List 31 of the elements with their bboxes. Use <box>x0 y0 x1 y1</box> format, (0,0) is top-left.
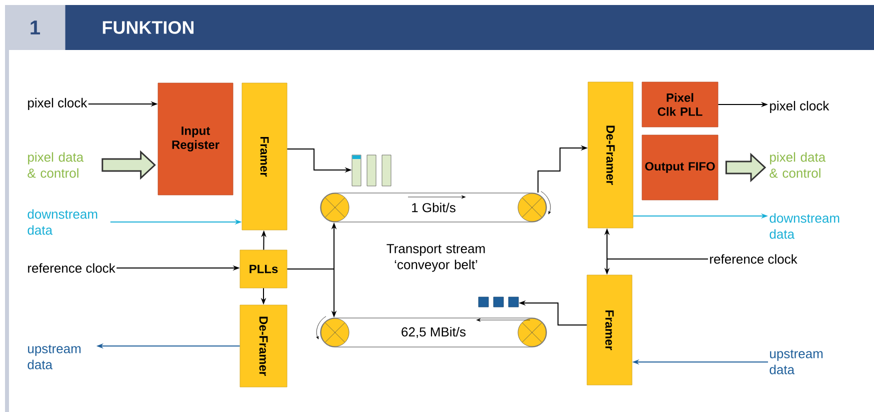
number-box: 1 <box>5 5 65 50</box>
signal-label: pixel clock <box>28 98 88 110</box>
block-arrow <box>102 150 156 180</box>
conveyor-belt: 1 Gbit/s <box>320 192 547 222</box>
data-packet <box>382 154 392 186</box>
function-block: De-Framer <box>240 304 288 388</box>
function-block: Pixel Clk PLL <box>642 82 718 128</box>
data-packet <box>508 296 519 308</box>
function-block: Output FIFO <box>642 134 718 200</box>
data-packet <box>493 296 504 308</box>
signal-label: downstream data <box>28 209 98 235</box>
signal-label: pixel data & control <box>770 152 826 178</box>
signal-label: pixel data & control <box>28 152 84 178</box>
function-block: Framer <box>586 274 632 386</box>
data-packet <box>352 154 362 186</box>
signal-label: downstream data <box>770 213 840 239</box>
block-arrow <box>725 152 766 182</box>
function-block: De-Framer <box>588 82 634 228</box>
function-block: Framer <box>242 82 288 230</box>
signal-label: upstream data <box>770 350 823 374</box>
signal-label: reference clock <box>28 263 116 273</box>
function-block: PLLs <box>240 250 288 288</box>
title-band: FUNKTION <box>65 5 874 50</box>
function-block: Input Register <box>158 82 234 196</box>
signal-label: reference clock <box>710 254 798 264</box>
signal-label: pixel clock <box>770 100 830 114</box>
conveyor-belt: 62,5 MBit/s <box>320 318 547 348</box>
caption-text: Transport stream ‘conveyor belt’ <box>386 244 485 272</box>
data-packet <box>478 296 489 308</box>
signal-label: upstream data <box>28 344 81 370</box>
data-packet <box>366 154 376 186</box>
